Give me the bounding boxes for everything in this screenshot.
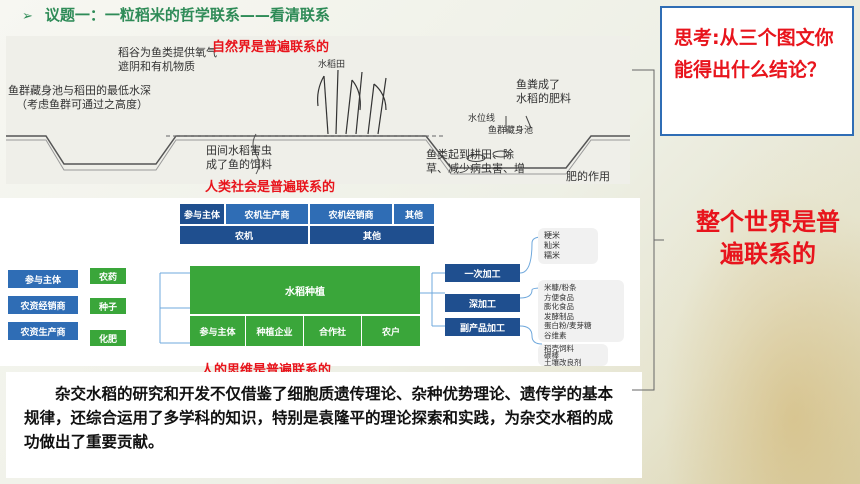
top-other: 其他 xyxy=(394,204,434,224)
note-pests: 田间水稻害虫 xyxy=(206,144,272,157)
note-pests-food: 成了鱼的饵料 xyxy=(206,158,272,171)
product-item: 发酵制品 xyxy=(544,311,574,321)
note-water-level: 水位线 xyxy=(468,114,496,124)
top-participant: 参与主体 xyxy=(180,204,224,224)
field-cross-section-svg xyxy=(6,69,630,175)
product-item: 糯米 xyxy=(544,251,560,260)
note-rice-shade: 遮阴和有机物质 xyxy=(118,60,195,73)
center-participant: 参与主体 xyxy=(190,316,246,346)
note-fish-hide: 鱼群藏身池与稻田的最低水深 xyxy=(8,84,151,97)
note-paddy: 水稻田 xyxy=(318,60,346,70)
input-pesticide: 农药 xyxy=(90,268,126,284)
note-fish-effect: 鱼类起到耕田、除 xyxy=(426,148,514,161)
left-input-dealer: 农资经销商 xyxy=(8,296,78,314)
input-fertilizer: 化肥 xyxy=(90,330,126,346)
arrow-bullet-icon: ➢ xyxy=(22,9,33,24)
product-item: 籼米 xyxy=(544,241,560,250)
label-nature: 自然界是普遍联系的 xyxy=(212,40,330,55)
center-farmer: 农户 xyxy=(362,316,420,346)
slide-title: ➢ 议题一：一粒稻米的哲学联系——看清联系 xyxy=(22,4,330,25)
note-fish-pool: 鱼群藏身池 xyxy=(488,126,534,136)
rice-fish-diagram: 稻谷为鱼类提供氧气 遮阴和有机物质 水稻田 鱼群藏身池与稻田的最低水深 （考虑鱼… xyxy=(6,36,630,184)
products-deep: 米糠/粉条 方便食品 膨化食品 发酵制品 蛋白粉/麦芽糖 谷维素 xyxy=(538,280,624,342)
left-input-maker: 农资生产商 xyxy=(8,322,78,340)
row-other: 其他 xyxy=(310,226,434,244)
note-fish-hide-detail: （考虑鱼群可通过之高度） xyxy=(16,98,148,111)
product-item: 膨化食品 xyxy=(544,302,574,311)
product-item: 蛋白粉/麦芽糖 xyxy=(544,321,592,330)
note-manure: 鱼粪成了 xyxy=(516,78,560,91)
product-item: 米糠/粉条 xyxy=(544,283,577,292)
process-primary: 一次加工 xyxy=(445,264,520,282)
product-item: 稻壳饲料 xyxy=(544,344,574,353)
left-participant: 参与主体 xyxy=(8,270,78,288)
label-society: 人类社会是普遍联系的 xyxy=(205,180,336,195)
think-question-box: 思考:从三个图文你能得出什么结论？ xyxy=(660,6,854,136)
note-fish-effect-3: 肥的作用 xyxy=(566,170,610,183)
rice-industry-chain-chart: 参与主体 农机生产商 农机经销商 其他 农机 其他 参与主体 农资经销商 农资生… xyxy=(0,198,640,366)
slide-title-text: 议题一：一粒稻米的哲学联系——看清联系 xyxy=(44,6,330,24)
input-seed: 种子 xyxy=(90,298,126,314)
rice-field-backdrop xyxy=(640,150,860,484)
products-rice: 粳米 籼米 糯米 xyxy=(538,228,598,264)
center-rice-planting: 水稻种植 xyxy=(190,266,420,314)
row-machinery: 农机 xyxy=(180,226,308,244)
note-fish-effect-2: 草、减少病虫害、增 xyxy=(426,162,525,175)
products-byproduct: 稻壳饲料 碳棒 土壤改良剂 xyxy=(538,344,608,366)
product-item: 碳棒 xyxy=(544,351,559,360)
product-item: 方便食品 xyxy=(544,292,574,302)
process-deep: 深加工 xyxy=(445,294,520,312)
process-byproduct: 副产品加工 xyxy=(445,318,520,336)
product-item: 谷维素 xyxy=(544,330,567,340)
note-manure-fertilizer: 水稻的肥料 xyxy=(516,92,571,105)
bracket-connector xyxy=(632,69,664,391)
note-rice-oxygen: 稻谷为鱼类提供氧气 xyxy=(118,46,217,59)
conclusion-text: 整个世界是普遍联系的 xyxy=(696,208,840,268)
hybrid-rice-paragraph: 杂交水稻的研究和开发不仅借鉴了细胞质遗传理论、杂种优势理论、遗传学的基本规律，还… xyxy=(6,372,642,478)
top-machine-maker: 农机生产商 xyxy=(226,204,308,224)
chain-connectors xyxy=(159,236,543,345)
center-enterprise: 种植企业 xyxy=(246,316,304,346)
product-item: 粳米 xyxy=(544,231,560,240)
top-machine-dealer: 农机经销商 xyxy=(310,204,392,224)
product-item: 土壤改良剂 xyxy=(544,358,582,367)
center-cooperative: 合作社 xyxy=(304,316,362,346)
